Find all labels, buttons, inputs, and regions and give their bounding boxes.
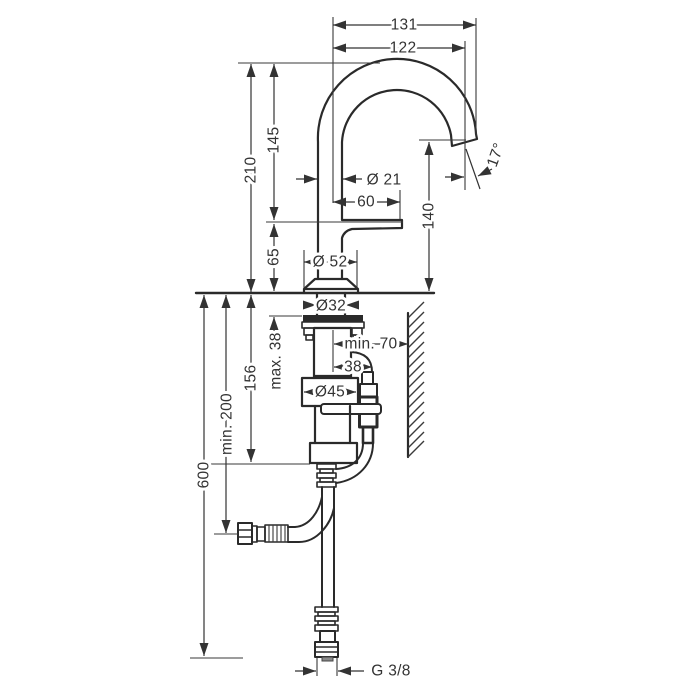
label-top-to-handle: 145 (266, 127, 283, 154)
underdeck-body-upper (312, 326, 353, 380)
ext-lines-escutcheon (303, 250, 358, 288)
label-reach-overall: 131 (391, 17, 418, 34)
bottom-nut (314, 641, 339, 658)
label-reach-spout: 122 (390, 40, 417, 57)
label-escutcheon-diameter: Ø 52 (313, 254, 348, 271)
label-below-deck-height: 156 (243, 365, 260, 392)
thread-tip (321, 656, 334, 662)
mounting-flange (303, 315, 363, 322)
wall-section (406, 301, 425, 459)
underdeck-body-lower (313, 404, 352, 445)
mounting-clip-left (303, 327, 315, 336)
label-valve-offset: 38 (344, 359, 362, 376)
escutcheon-outline (302, 277, 360, 295)
bottom-fitting (314, 606, 339, 662)
check-valve-neck (361, 371, 374, 385)
ext-lines-thread (316, 658, 338, 676)
wall-hatching (407, 301, 425, 458)
bottom-collar (319, 630, 336, 643)
angle-arrow-right (477, 166, 493, 177)
check-valve-lower (361, 425, 375, 445)
label-shank-diameter: Ø32 (316, 298, 346, 315)
label-wall-clearance-min: min. 70 (345, 336, 398, 353)
bottom-nut-flats (314, 646, 339, 653)
label-handle-projection: 60 (357, 194, 375, 211)
mounting-clip-right (351, 327, 363, 336)
label-height-above-deck: 210 (243, 157, 260, 184)
label-thread-size: G 3/8 (371, 663, 410, 680)
label-handle-to-deck: 65 (266, 248, 283, 266)
label-deck-thickness-max: max. 38 (268, 332, 285, 389)
label-outlet-angle: 17° (484, 141, 508, 170)
hose-crimp-lower (314, 606, 339, 632)
label-hose-clearance-min: min. 200 (219, 393, 236, 455)
extension-lines (190, 17, 477, 676)
side-hose-nut-flats (237, 529, 253, 538)
label-body-diameter: Ø45 (315, 384, 345, 401)
supply-hose-vertical (321, 486, 335, 608)
side-hose-ferrule (256, 526, 266, 542)
spout-and-handle-outline (316, 57, 479, 281)
label-hose-length: 600 (196, 462, 213, 489)
label-outlet-height: 140 (421, 203, 438, 230)
shank-outline (315, 291, 347, 317)
side-hose-braid-ribs (268, 525, 286, 542)
mounting-clip-left-foot (305, 334, 314, 341)
underdeck-body-base (308, 441, 359, 465)
label-spout-tube-diameter: Ø 21 (367, 172, 402, 189)
faucet-outline (194, 57, 479, 662)
side-hose-bend (287, 496, 335, 543)
valve-outlet-bend (335, 442, 374, 484)
dimension-lines (199, 20, 493, 676)
dimension-labels: 131 122 210 145 65 Ø 21 60 140 17° Ø 52 … (193, 14, 512, 683)
hose-crimp-upper (316, 463, 337, 488)
side-hose-fitting (237, 522, 289, 545)
angle-slant-line (465, 148, 481, 190)
side-hose-nut (237, 522, 253, 545)
check-valve-upper (359, 383, 378, 398)
